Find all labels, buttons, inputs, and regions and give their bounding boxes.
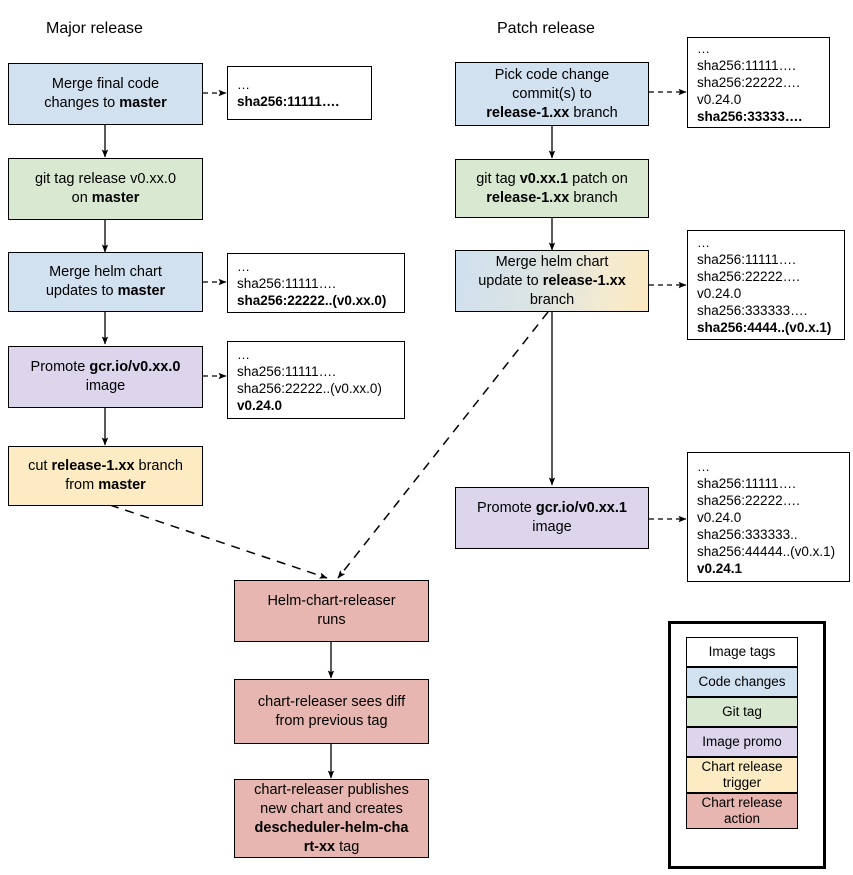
- note-line: sha256:22222..(v0.xx.0): [237, 381, 382, 396]
- note-box-major-1: … sha256:11111….: [227, 66, 372, 120]
- note-line: sha256:22222..(v0.xx.0): [237, 292, 387, 308]
- note-box-major-3: … sha256:11111…. sha256:22222..(v0.xx.0) v0…: [227, 341, 405, 419]
- note-line: …: [697, 41, 711, 56]
- note-line: v0.24.0: [697, 509, 742, 525]
- note-line: v0.24.0: [697, 286, 742, 301]
- note-box-patch-1: … sha256:11111…. sha256:22222…. v0.24.0 sha2…: [687, 37, 830, 128]
- legend-item-label: Chart release action: [701, 795, 783, 826]
- note-line: sha256:4444..(v0.x.1): [697, 320, 832, 335]
- major-release-title: Major release: [46, 20, 143, 37]
- legend-item-chart-release-action: Chart release action: [686, 793, 798, 829]
- note-line: …: [697, 458, 711, 474]
- note-line: sha256:44444..(v0.x.1): [697, 543, 836, 559]
- note-line: …: [237, 347, 251, 362]
- note-line: sha256:333333..: [697, 526, 798, 542]
- note-line: sha256:11111….: [697, 58, 796, 73]
- note-line: sha256:333333….: [697, 303, 808, 318]
- note-line: sha256:11111….: [697, 475, 796, 491]
- note-box-patch-2: … sha256:11111…. sha256:22222…. v0.24.0 sha2…: [687, 230, 845, 340]
- legend-item-label: Image tags: [708, 644, 776, 659]
- note-line: sha256:22222….: [697, 269, 800, 284]
- note-line: sha256:22222….: [697, 492, 800, 508]
- note-line: sha256:11111….: [697, 252, 796, 267]
- legend-item-label: Image promo: [702, 734, 782, 749]
- legend-item-code-changes: Code changes: [686, 667, 798, 697]
- legend-item-image-promo: Image promo: [686, 727, 798, 757]
- note-line: sha256:22222….: [697, 75, 800, 90]
- note-line: …: [237, 77, 251, 92]
- patch-release-title: Patch release: [497, 20, 595, 37]
- note-line: v0.24.0: [697, 92, 742, 107]
- note-line: v0.24.1: [697, 560, 743, 576]
- legend-item-label: Git tag: [722, 704, 762, 719]
- note-box-major-2: …sha256:11111….sha256:22222..(v0.xx.0): [227, 253, 405, 313]
- note-line: sha256:11111….: [237, 94, 340, 109]
- note-line: …: [697, 235, 711, 250]
- legend-item-image-tags: Image tags: [686, 637, 798, 667]
- note-line: sha256:33333….: [697, 109, 803, 124]
- note-line: …: [237, 258, 251, 274]
- note-line: sha256:11111….: [237, 275, 336, 291]
- legend-item-chart-release-trigger: Chart release trigger: [686, 757, 798, 793]
- legend-item-label: Code changes: [698, 674, 786, 689]
- legend-item-label: Chart release trigger: [701, 759, 783, 790]
- note-line: v0.24.0: [237, 398, 283, 413]
- note-line: sha256:11111….: [237, 364, 336, 379]
- legend-item-git-tag: Git tag: [686, 697, 798, 727]
